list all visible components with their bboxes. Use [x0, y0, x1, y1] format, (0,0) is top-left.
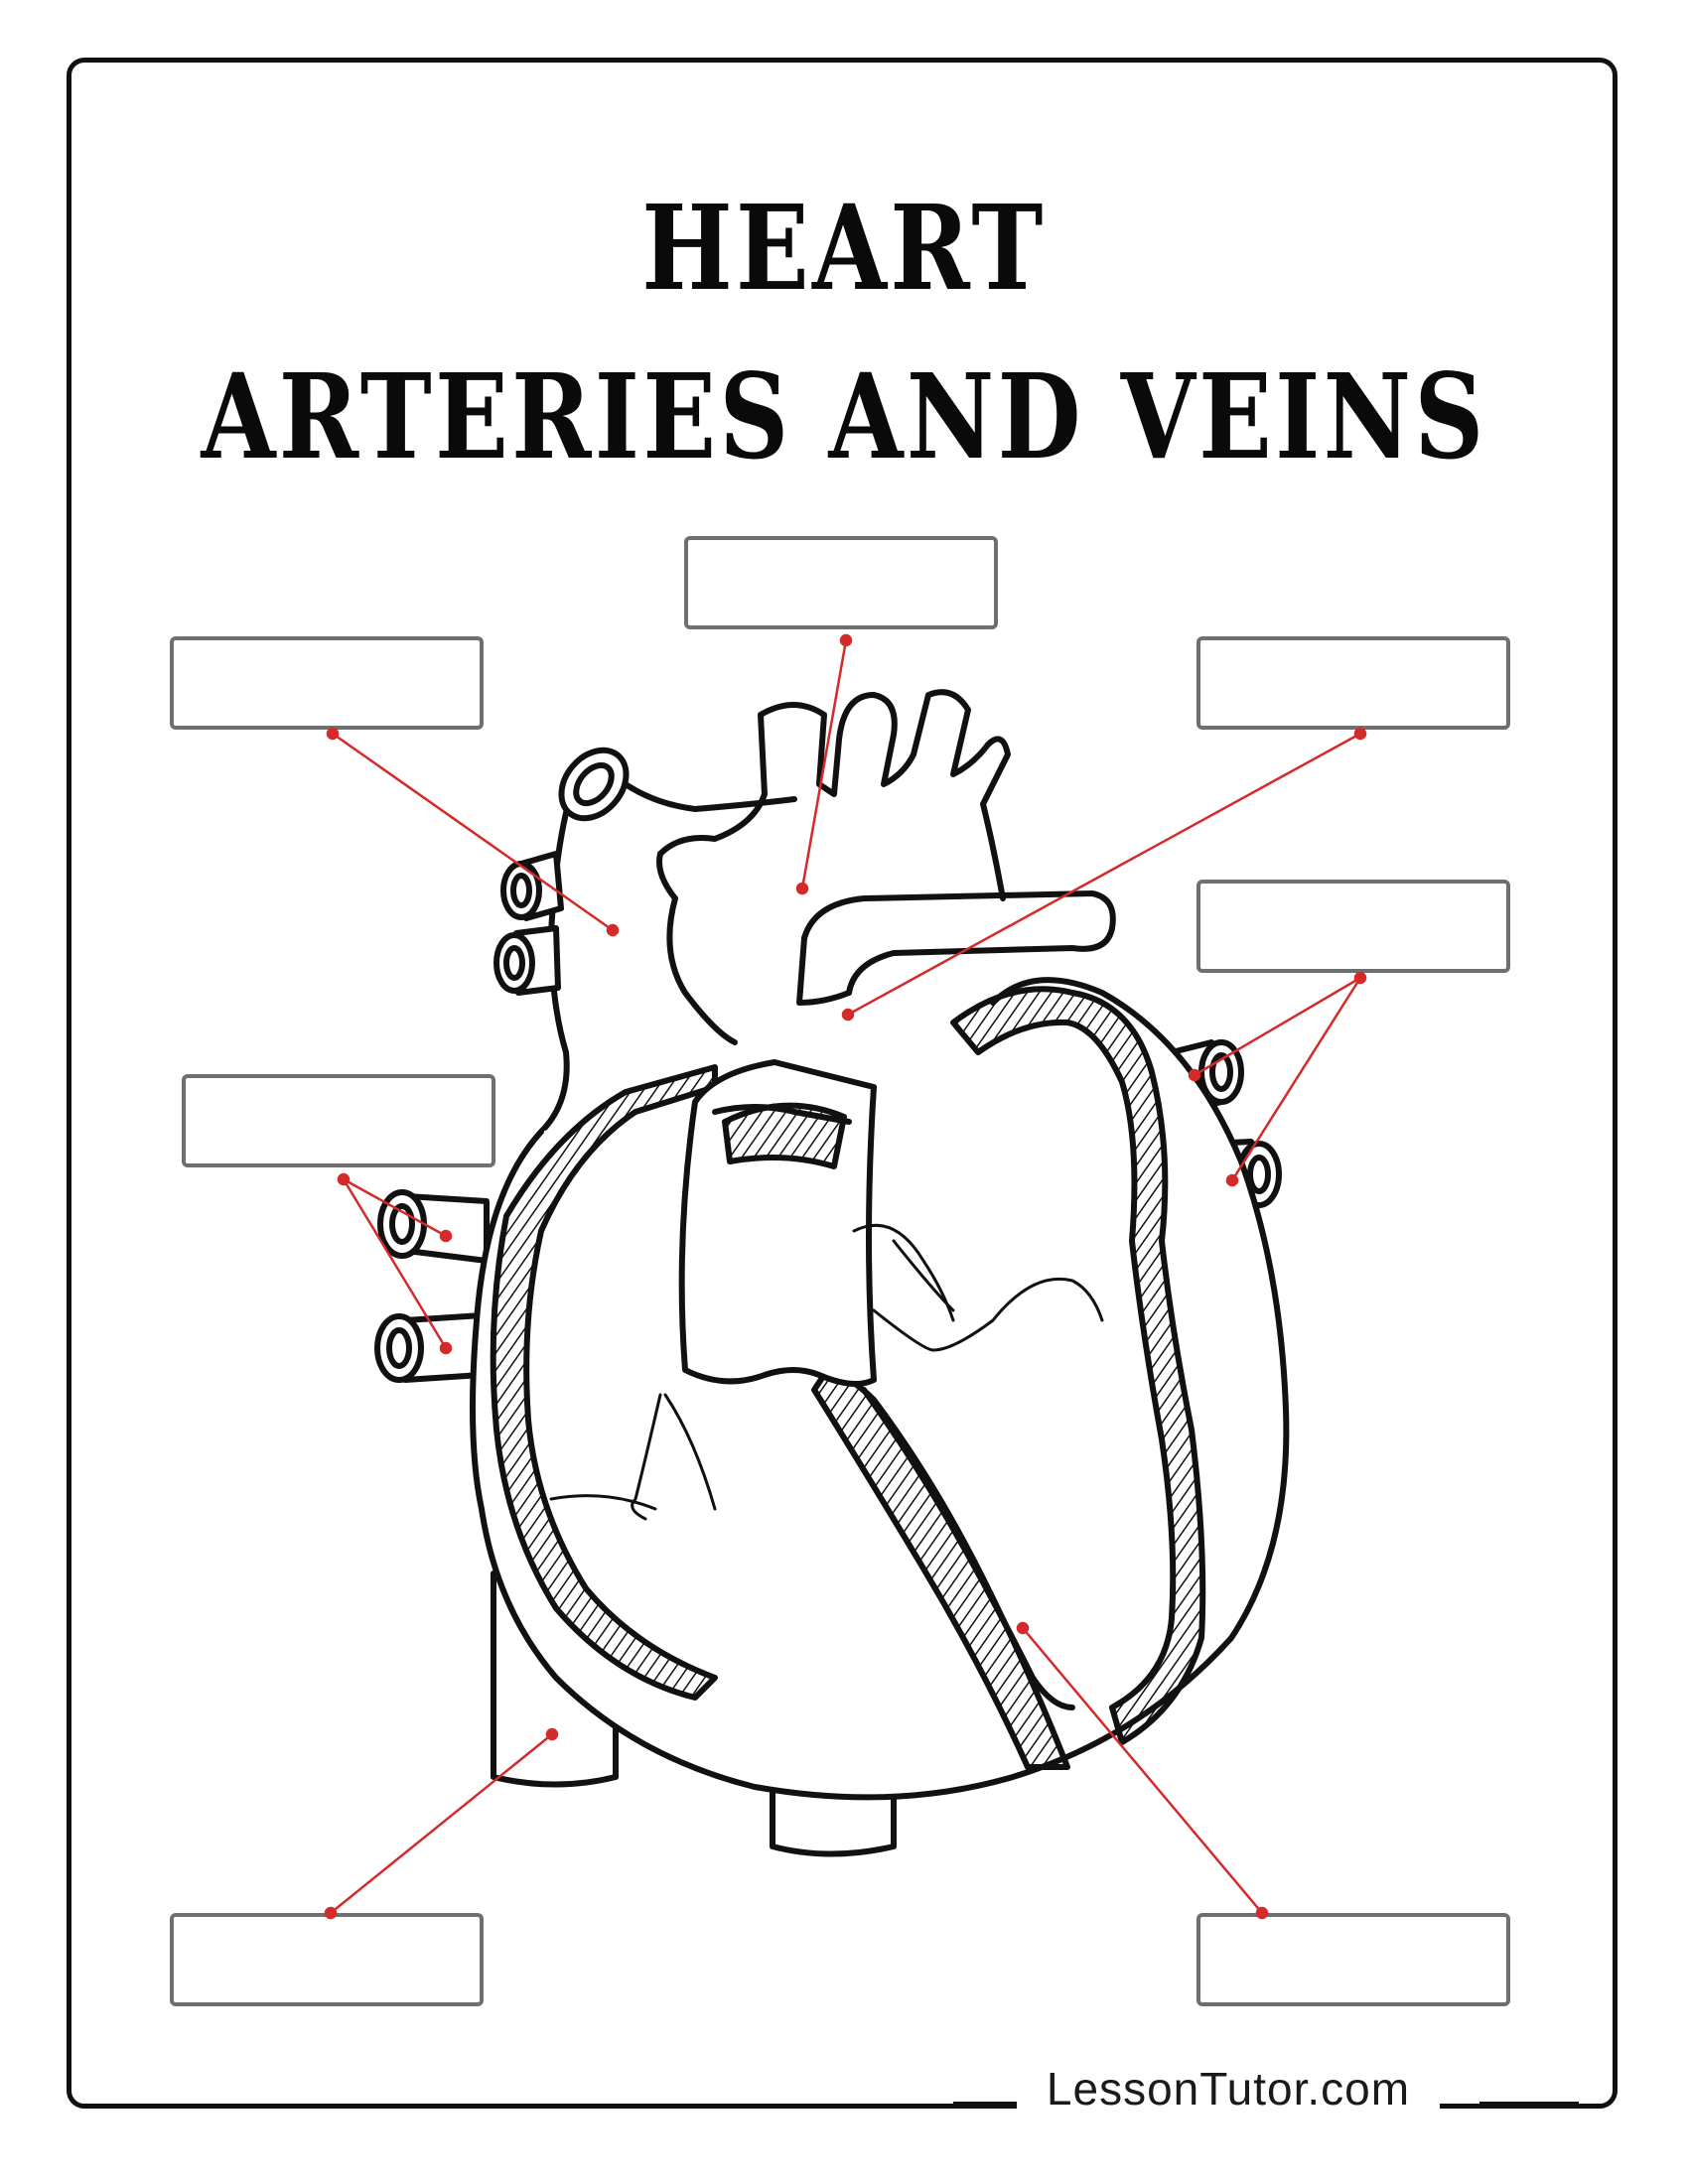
title-line-1: HEART [641, 179, 1047, 317]
label-box-upper-left[interactable] [170, 636, 484, 730]
footer-site: LessonTutor.com [1017, 2059, 1440, 2118]
aortic-valve [722, 1102, 847, 1169]
label-box-upper-right[interactable] [1196, 636, 1510, 730]
label-box-bottom-right[interactable] [1196, 1913, 1510, 2006]
page-frame [67, 58, 1618, 2109]
footer-rule-right [1479, 2102, 1579, 2107]
aortic-arch [656, 689, 1011, 901]
footer-rule-left [953, 2102, 1033, 2107]
superior-vena-cava-right-wall [623, 781, 797, 812]
label-box-mid-right[interactable] [1196, 880, 1510, 973]
pulmonary-trunk [801, 890, 1116, 996]
label-box-mid-left[interactable] [182, 1074, 495, 1167]
svc-opening [558, 747, 630, 822]
heart-outline [470, 977, 1290, 1801]
title-line-2: ARTERIES AND VEINS [201, 347, 1487, 485]
label-box-top-center[interactable] [684, 536, 998, 629]
